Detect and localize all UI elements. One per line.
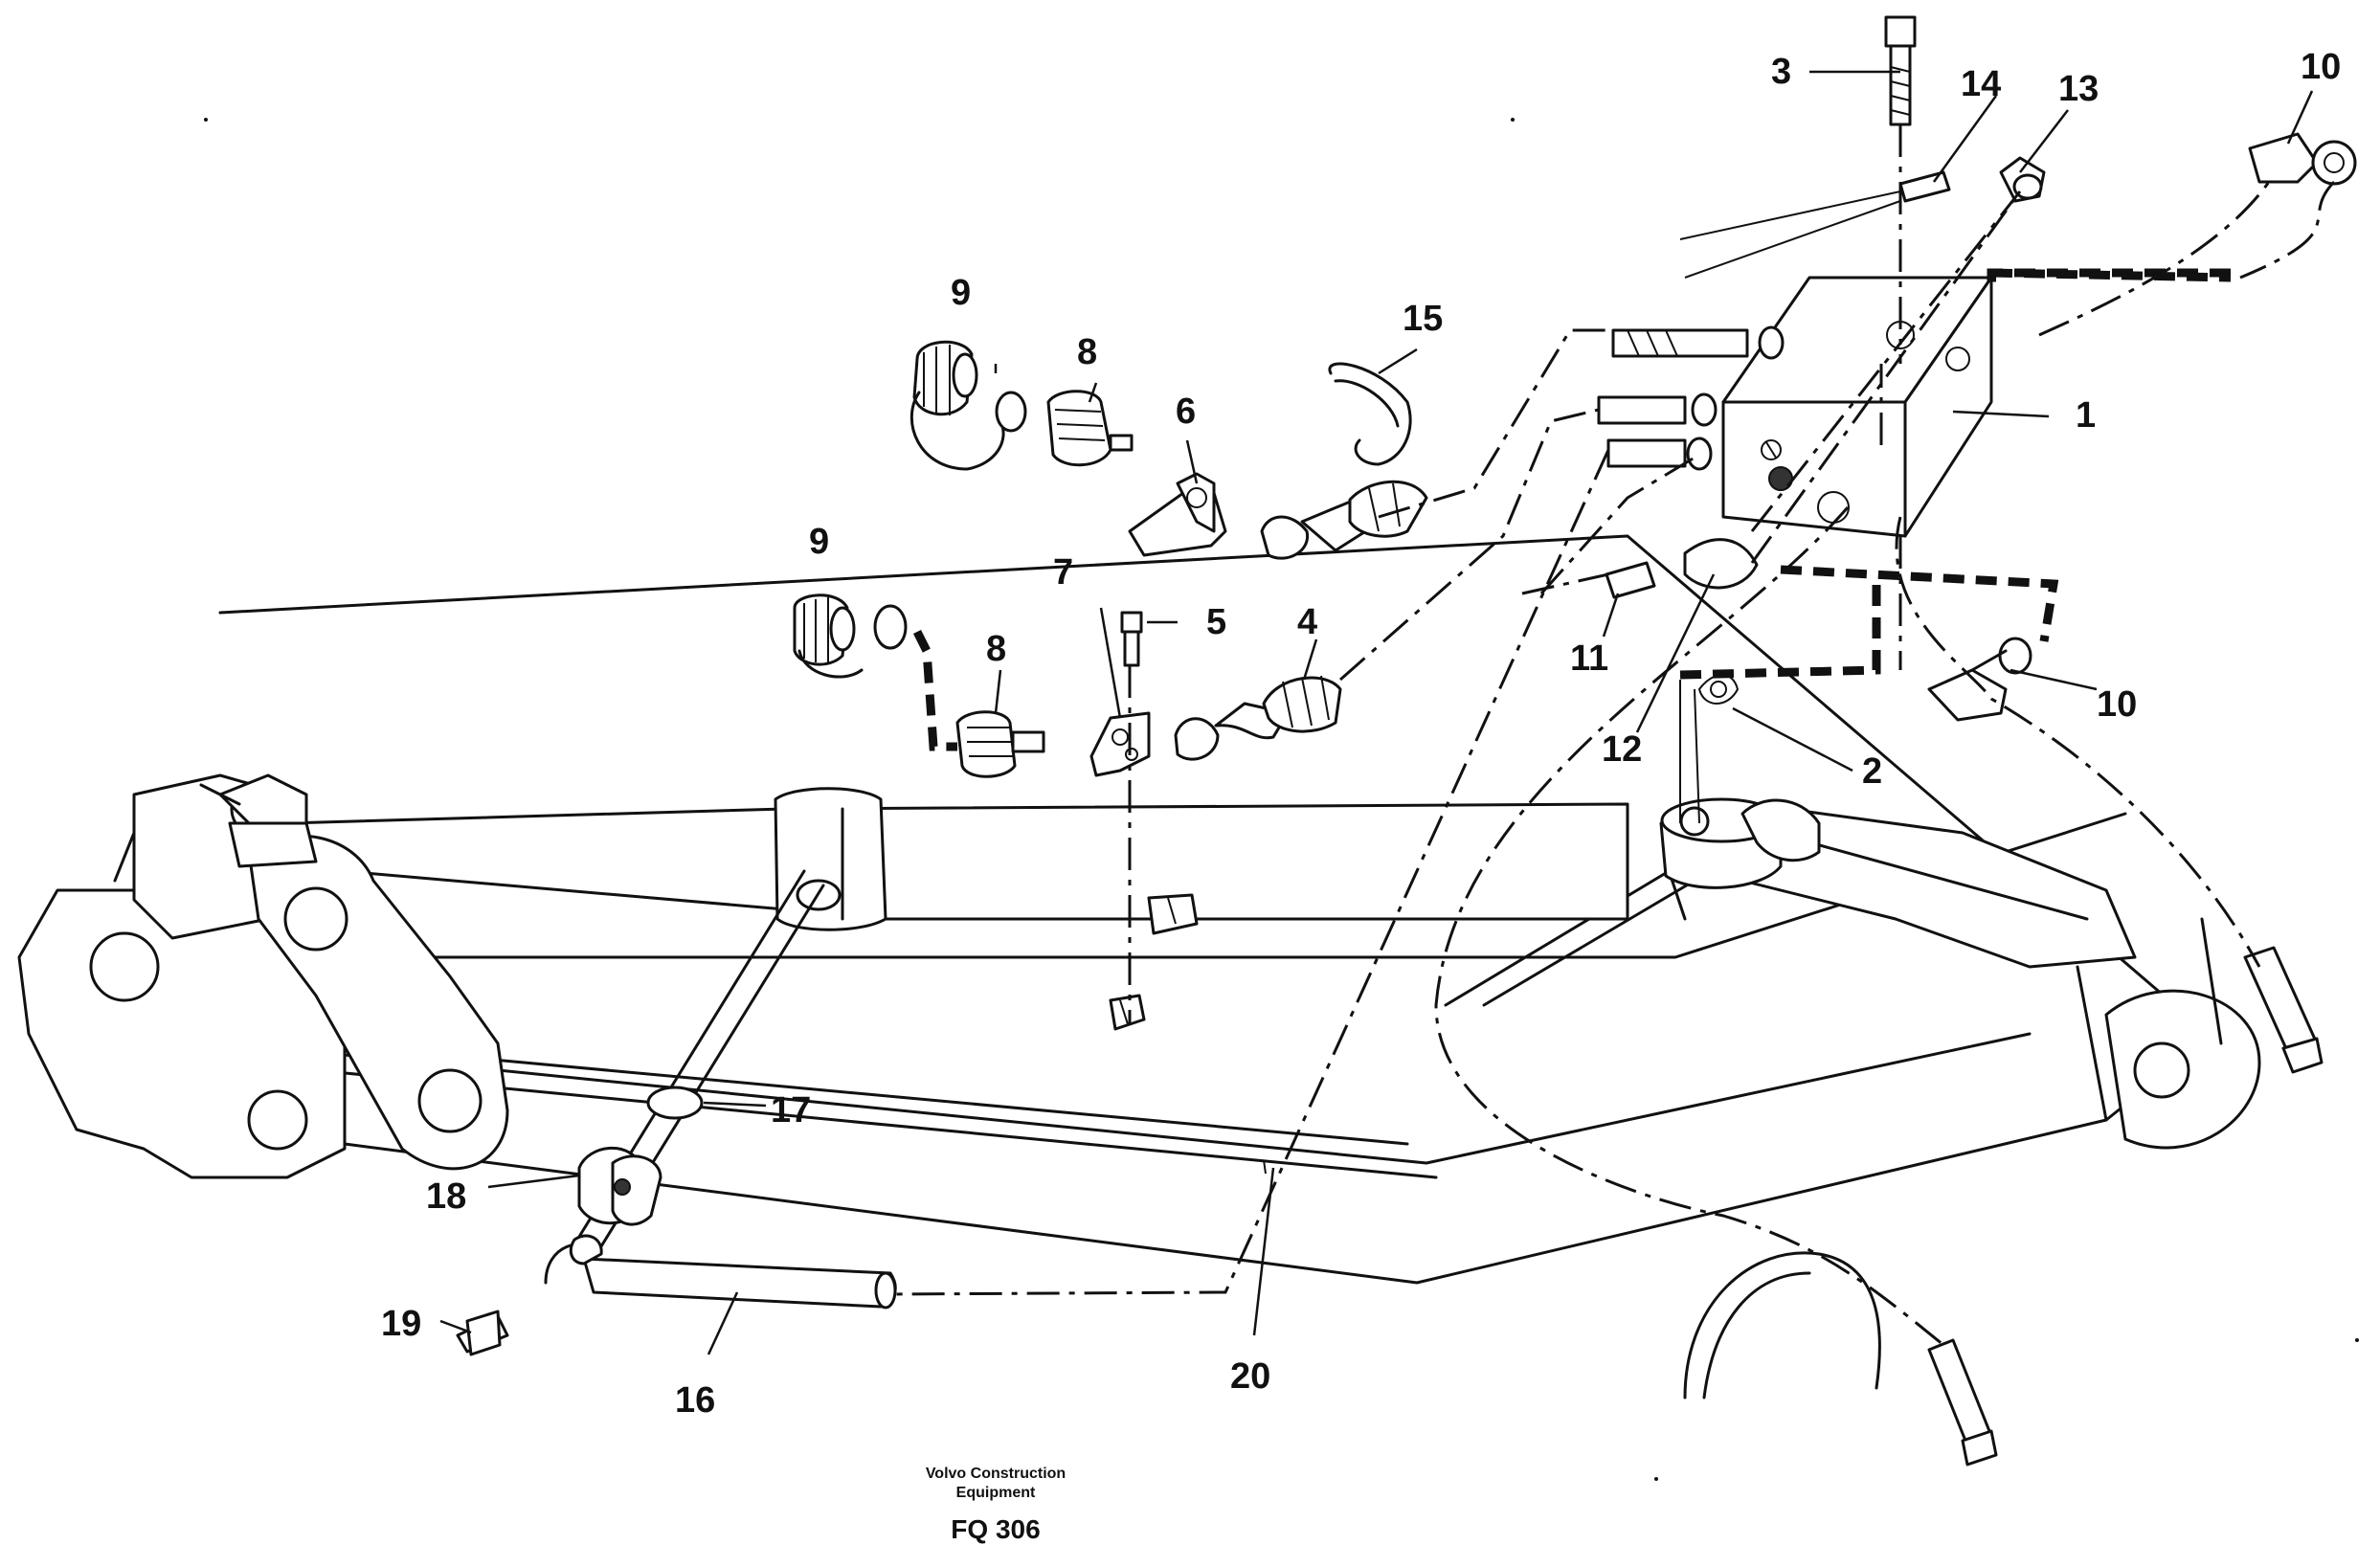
company-caption: Volvo Construction Equipment bbox=[862, 1465, 1130, 1503]
callout-9-upper: 9 bbox=[951, 273, 971, 313]
callout-1: 1 bbox=[2076, 395, 2096, 436]
extension-lines bbox=[1679, 190, 1901, 824]
callout-11: 11 bbox=[1570, 638, 1608, 679]
callout-20: 20 bbox=[1230, 1356, 1270, 1397]
bolt-3 bbox=[1884, 15, 1917, 126]
hydraulic-cylinder bbox=[285, 787, 1629, 931]
callout-13: 13 bbox=[2058, 69, 2099, 109]
callout-8-upper: 8 bbox=[1077, 332, 1097, 372]
lower-coupler-assembly bbox=[793, 593, 1342, 778]
callout-6: 6 bbox=[1176, 392, 1196, 432]
boom-arm bbox=[218, 534, 2261, 1399]
callout-17: 17 bbox=[771, 1090, 811, 1131]
callout-2: 2 bbox=[1862, 751, 1882, 792]
callout-10-upper: 10 bbox=[2301, 47, 2341, 87]
company-line-1: Volvo Construction bbox=[925, 1466, 1067, 1482]
callout-4: 4 bbox=[1297, 602, 1317, 642]
callout-19: 19 bbox=[381, 1304, 421, 1344]
callout-7: 7 bbox=[1053, 552, 1073, 593]
callout-18: 18 bbox=[426, 1176, 466, 1217]
elbow-fittings bbox=[1927, 132, 2357, 722]
callout-9-lower: 9 bbox=[809, 522, 829, 562]
pipe-and-clamp bbox=[456, 869, 1199, 1356]
callout-10-lower: 10 bbox=[2097, 684, 2137, 725]
callout-15: 15 bbox=[1403, 299, 1443, 339]
cylinder-end-fittings bbox=[1927, 946, 2324, 1467]
leader-lines bbox=[439, 70, 2314, 1355]
bucket-linkage bbox=[17, 773, 509, 1179]
callout-8-lower: 8 bbox=[986, 629, 1006, 669]
drawing-code: FQ 306 bbox=[951, 1514, 1041, 1544]
company-line-2: Equipment bbox=[955, 1485, 1036, 1501]
callout-16: 16 bbox=[675, 1380, 715, 1421]
valve-fittings bbox=[1597, 156, 2046, 599]
callout-12: 12 bbox=[1602, 729, 1642, 770]
heavy-dashed-lines bbox=[912, 268, 2239, 751]
print-specks bbox=[204, 118, 2359, 1481]
callout-14: 14 bbox=[1961, 64, 2001, 104]
callout-5: 5 bbox=[1206, 602, 1226, 642]
callout-3: 3 bbox=[1771, 52, 1791, 92]
callout-labels: 1 2 3 4 5 6 7 8 8 9 9 10 10 11 12 13 14 … bbox=[381, 47, 2341, 1421]
upper-coupler-assembly bbox=[909, 340, 1428, 560]
valve-block bbox=[1721, 276, 1993, 538]
hose-routing-lines bbox=[889, 124, 2336, 1347]
